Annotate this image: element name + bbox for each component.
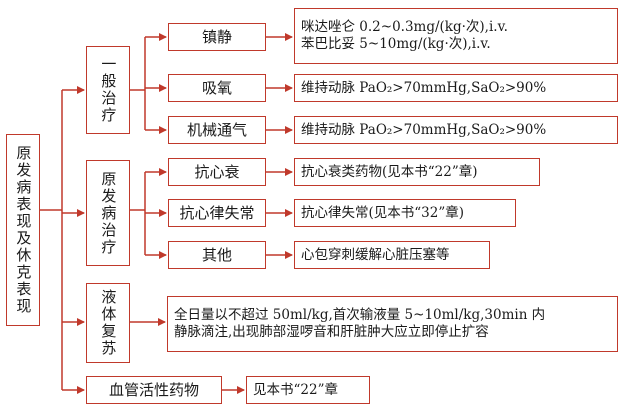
item-oxygen: 吸氧	[168, 74, 266, 102]
item-label: 抗心衰	[194, 162, 240, 181]
detail-line: 心包穿刺缓解心脏压塞等	[301, 246, 450, 263]
detail-line: 见本书“22”章	[253, 381, 338, 398]
detail-line: 抗心衰类药物(见本书“22”章)	[301, 163, 478, 180]
item-label: 吸氧	[201, 78, 232, 97]
detail-oxygen: 维持动脉 PaO₂>70mmHg,SaO₂>90%	[294, 74, 618, 102]
item-label: 其他	[201, 245, 232, 264]
detail-line: 苯巴比妥 5~10mg/(kg·次),i.v.	[301, 36, 491, 52]
detail-line: 全日量以不超过 50ml/kg,首次输液量 5~10ml/kg,30min 内	[174, 307, 546, 324]
detail-vasoactive-drugs: 见本书“22”章	[246, 376, 370, 404]
item-label: 镇静	[201, 27, 232, 46]
detail-anti-arrhythmia: 抗心律失常(见本书“32”章)	[294, 199, 516, 227]
detail-line: 维持动脉 PaO₂>70mmHg,SaO₂>90%	[301, 121, 547, 138]
branch-fluid-resuscitation: 液体复苏	[86, 283, 130, 363]
detail-line: 维持动脉 PaO₂>70mmHg,SaO₂>90%	[301, 79, 547, 96]
detail-fluid-resuscitation: 全日量以不超过 50ml/kg,首次输液量 5~10ml/kg,30min 内 …	[167, 296, 618, 352]
detail-line: 咪达唑仑 0.2~0.3mg/(kg·次),i.v.	[301, 19, 508, 36]
item-label: 机械通气	[186, 120, 247, 139]
branch-primary-disease-treatment: 原发病治疗	[86, 160, 130, 266]
branch-label: 原发病治疗	[99, 170, 118, 256]
root-label: 原发病表现及休克表现	[14, 145, 33, 315]
detail-other: 心包穿刺缓解心脏压塞等	[294, 241, 490, 269]
detail-anti-heart-failure: 抗心衰类药物(见本书“22”章)	[294, 158, 540, 186]
item-mechanical-ventilation: 机械通气	[168, 116, 266, 144]
branch-label: 一般治疗	[99, 56, 118, 124]
detail-line: 抗心律失常(见本书“32”章)	[301, 204, 465, 221]
branch-vasoactive-drugs: 血管活性药物	[86, 376, 222, 404]
detail-sedation: 咪达唑仑 0.2~0.3mg/(kg·次),i.v. 苯巴比妥 5~10mg/(…	[294, 8, 618, 64]
item-other: 其他	[168, 241, 266, 269]
branch-general-treatment: 一般治疗	[86, 46, 130, 134]
root-node: 原发病表现及休克表现	[6, 134, 40, 326]
branch-label: 液体复苏	[99, 289, 118, 357]
item-anti-heart-failure: 抗心衰	[168, 158, 266, 186]
item-anti-arrhythmia: 抗心律失常	[168, 199, 266, 227]
item-label: 抗心律失常	[179, 203, 255, 222]
item-sedation: 镇静	[168, 23, 266, 51]
branch-label: 血管活性药物	[108, 380, 199, 399]
detail-mechanical-ventilation: 维持动脉 PaO₂>70mmHg,SaO₂>90%	[294, 116, 618, 144]
detail-line: 静脉滴注,出现肺部湿啰音和肝脏肿大应立即停止扩容	[174, 324, 489, 340]
